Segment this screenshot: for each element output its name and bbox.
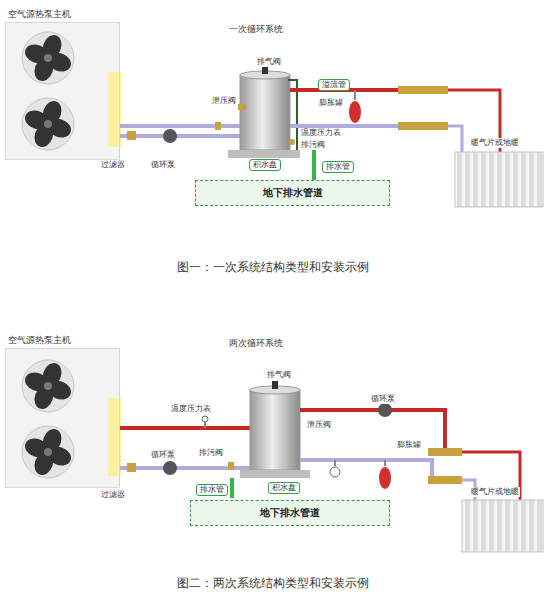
part-label: 两次循环系统 [228,338,284,349]
part-label: 排污阀 [300,140,326,150]
part-label: 排气阀 [266,370,292,380]
part-label: 膨胀罐 [318,98,344,108]
label-box: 溢流管 [318,79,350,91]
unit-heading: 空气源热泵主机 [8,8,71,21]
part-label: 排污阀 [198,448,224,458]
box-text: 溢流管 [322,80,346,89]
label-box: 排水管 [322,161,354,173]
part-label: 暖气片或地暖 [470,138,520,148]
box-text: 地下排水管道 [260,506,320,520]
figure-caption: 图一：一次系统结构类型和安装示例 [176,260,370,274]
label-box: 积水盘 [249,159,281,171]
box-text: 排水管 [326,162,350,171]
box-text: 地下排水管道 [263,186,323,200]
figure-caption: 图二：两次系统结构类型和安装示例 [176,576,370,590]
part-label: 循环泵 [150,450,176,460]
part-label: 循环泵 [150,160,176,170]
part-label: 温度压力表 [300,128,342,138]
heat-pump-unit: 空气源热泵主机 [5,348,120,488]
part-label: 膨胀罐 [396,440,422,450]
part-label: 过滤器 [100,160,126,170]
part-label: 暖气片或地暖 [470,487,520,497]
part-label: 温度压力表 [170,404,212,414]
unit-heading: 空气源热泵主机 [8,334,71,347]
part-label: 一次循环系统 [228,24,284,35]
part-label: 泄压阀 [211,96,237,106]
box-text: 排水管 [200,485,224,494]
drain-channel: 地下排水管道 [195,180,390,206]
box-text: 积水盘 [272,483,296,492]
label-box: 积水盘 [268,482,300,494]
label-box: 排水管 [196,484,228,496]
drain-channel: 地下排水管道 [190,500,390,526]
part-label: 排气阀 [256,57,282,67]
box-text: 积水盘 [253,160,277,169]
part-label: 循环泵 [370,394,396,404]
part-label: 泄压阀 [306,420,332,430]
part-label: 过滤器 [100,490,126,500]
heat-pump-unit: 空气源热泵主机 [5,22,120,160]
